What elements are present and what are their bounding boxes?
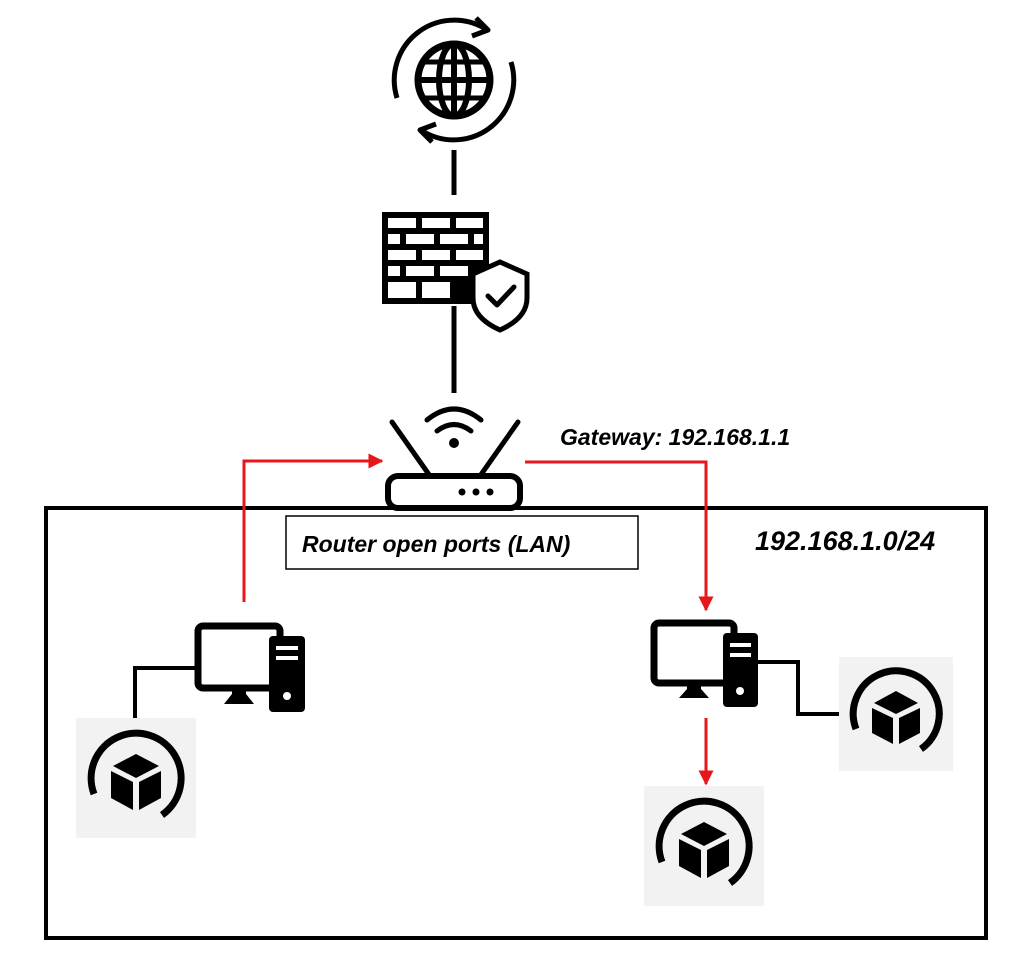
container-box-icon [76,718,196,838]
left-computer-to-router-arrow [242,453,384,602]
wifi-router-icon [385,406,523,511]
desktop-computer-icon [194,622,305,712]
container-box-icon [839,657,953,771]
container-box-icon [644,786,764,906]
router-ports-label: Router open ports (LAN) [302,531,570,557]
router-ports-box [285,515,639,570]
router-to-right-computer-arrow [525,460,714,612]
firewall-shield-icon [382,212,530,333]
desktop-computer-icon [650,619,758,707]
left-computer-container-link [133,666,198,720]
subnet-label: 192.168.1.0/24 [755,526,935,556]
gateway-label: Gateway: 192.168.1.1 [560,424,790,450]
globe-refresh-icon [391,16,517,144]
right-computer-container-link [752,660,840,716]
